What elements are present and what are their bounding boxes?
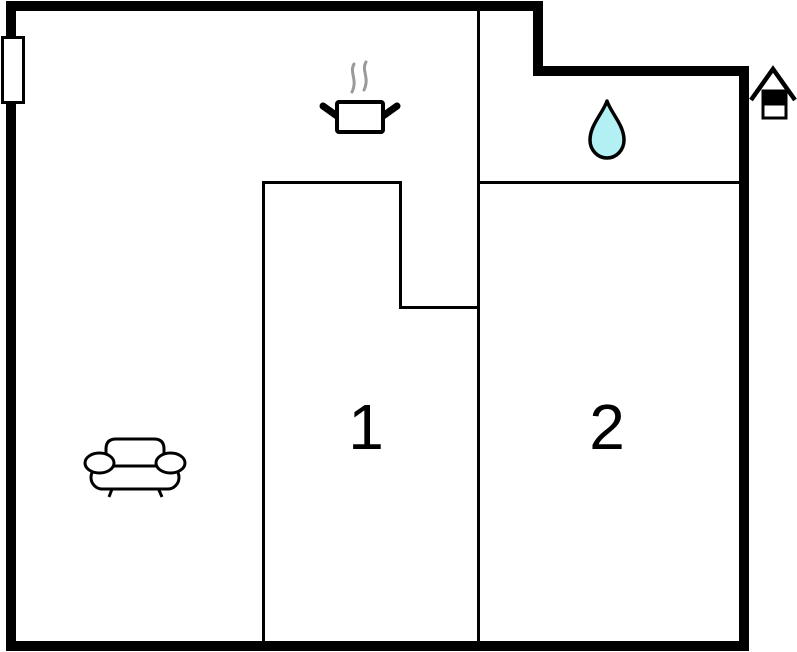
water-drop-shape: [588, 99, 626, 160]
interior-wall-room1-top: [262, 181, 402, 184]
sofa-backrest: [104, 437, 166, 469]
room-2-label: 2: [589, 391, 625, 463]
steam-lines: [350, 60, 368, 94]
sofa-icon: [83, 437, 187, 498]
interior-wall-main-vertical: [477, 10, 480, 642]
outer-wall-left: [6, 1, 16, 651]
water-drop-icon: [588, 99, 626, 160]
room-1-label: 1: [348, 391, 384, 463]
house-body-band: [761, 89, 788, 106]
house-icon: [749, 65, 797, 120]
interior-wall-room1-notch-horizontal: [399, 306, 479, 309]
outer-wall-right: [739, 66, 749, 651]
outer-wall-step-vertical: [533, 1, 543, 76]
sofa-seat: [89, 464, 181, 491]
interior-wall-room1-notch-vertical: [399, 181, 402, 309]
pot-handle-left: [319, 102, 341, 120]
pot-body: [335, 100, 385, 134]
sofa-armrest-left: [83, 451, 116, 475]
outer-wall-bottom: [6, 641, 749, 651]
interior-wall-room1-left: [262, 181, 265, 642]
interior-wall-bathroom-divider: [477, 181, 741, 184]
sofa-armrest-right: [154, 451, 187, 475]
cooking-pot-icon: [319, 60, 401, 134]
house-roof: [749, 65, 797, 102]
window-icon: [1, 36, 25, 104]
outer-wall-step-horizontal: [533, 66, 749, 76]
pot-handle-right: [379, 102, 401, 120]
outer-wall-top: [6, 1, 543, 11]
